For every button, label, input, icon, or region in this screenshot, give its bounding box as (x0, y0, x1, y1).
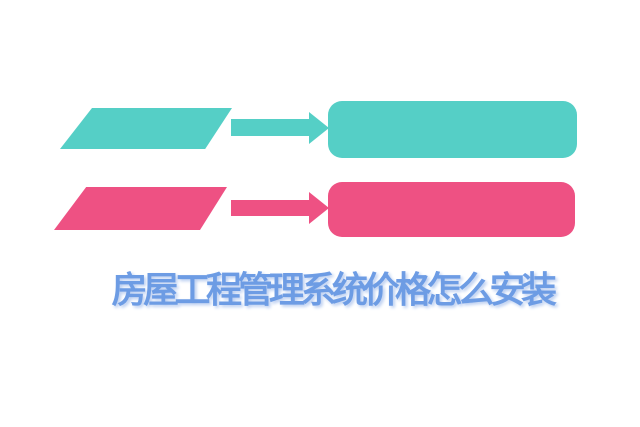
teal-arrow-head-icon (309, 112, 329, 144)
pink-arrow-right-icon (231, 200, 309, 216)
pink-arrow-head-icon (309, 192, 329, 224)
pink-parallelogram (54, 187, 227, 230)
page-title: 房屋工程管理系统价格怎么安装 (111, 269, 557, 310)
teal-rounded-rectangle (328, 101, 577, 158)
teal-arrow-right-icon (231, 119, 309, 136)
pink-rounded-rectangle (328, 182, 575, 237)
teal-parallelogram (60, 108, 232, 149)
